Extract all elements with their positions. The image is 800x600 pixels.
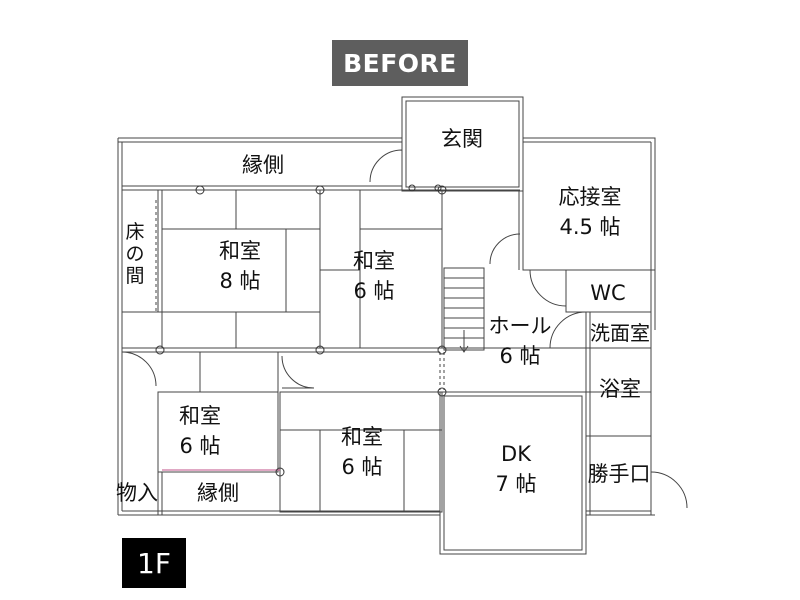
door-swing-hall2 xyxy=(282,356,314,388)
door-swing-senmen xyxy=(550,312,586,348)
floor-badge: 1F xyxy=(122,538,186,588)
room-washitsu-8: 和室 8 帖 xyxy=(219,236,261,296)
door-swing-katteguchi xyxy=(651,472,687,508)
room-washitsu-6-bottom-size: 6 帖 xyxy=(341,455,383,479)
wall-washitsu6-bottom xyxy=(280,392,442,512)
room-katteguchi: 勝手口 xyxy=(587,462,651,486)
room-washitsu-6-left-size: 6 帖 xyxy=(179,434,221,458)
room-hall: ホール 6 帖 xyxy=(489,311,552,371)
room-ousetsu-size: 4.5 帖 xyxy=(559,215,621,239)
door-swing-engawa xyxy=(370,150,402,182)
room-engawa-top: 縁側 xyxy=(242,153,284,177)
room-washitsu-8-name: 和室 xyxy=(219,239,261,263)
room-dk-size: 7 帖 xyxy=(495,472,537,496)
room-washitsu-8-size: 8 帖 xyxy=(219,269,261,293)
room-dk: DK 7 帖 xyxy=(495,439,536,499)
room-washitsu-6-center-name: 和室 xyxy=(353,249,395,273)
room-hall-name: ホール xyxy=(488,314,552,338)
before-badge: BEFORE xyxy=(332,40,468,86)
room-washitsu-6-bottom-name: 和室 xyxy=(341,425,383,449)
door-swing-left xyxy=(122,352,156,386)
door-swing-hall xyxy=(490,234,520,264)
room-ousetsu: 応接室 4.5 帖 xyxy=(559,182,622,242)
room-genkan: 玄関 xyxy=(441,127,483,151)
room-washitsu-6-bottom: 和室 6 帖 xyxy=(341,422,383,482)
room-engawa-bottom: 縁側 xyxy=(197,481,239,505)
room-tokonoma: 床の間 xyxy=(125,221,145,287)
room-washitsu-6-center: 和室 6 帖 xyxy=(353,246,395,306)
door-swing-wc xyxy=(530,270,566,306)
room-monoire: 物入 xyxy=(116,481,158,505)
room-yokushitsu: 浴室 xyxy=(599,377,641,401)
room-dk-name: DK xyxy=(501,442,531,466)
room-washitsu-6-left: 和室 6 帖 xyxy=(179,401,221,461)
wall-wc xyxy=(566,270,651,312)
room-washitsu-6-left-name: 和室 xyxy=(179,404,221,428)
room-ousetsu-name: 応接室 xyxy=(558,185,622,209)
room-wc: WC xyxy=(590,281,626,305)
room-washitsu-6-center-size: 6 帖 xyxy=(353,279,395,303)
room-senmenshitsu: 洗面室 xyxy=(590,321,650,345)
room-hall-size: 6 帖 xyxy=(499,344,541,368)
